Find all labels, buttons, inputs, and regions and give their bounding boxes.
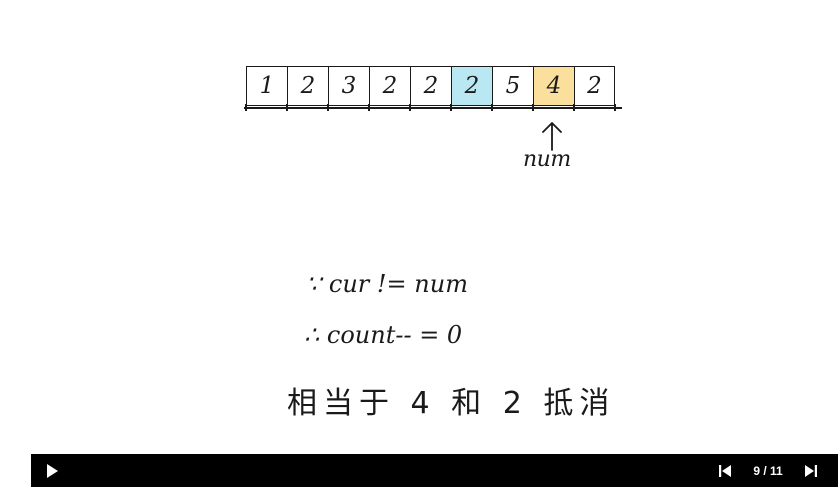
array-tick <box>491 104 493 111</box>
note-explanation: 相当于 4 和 2 抵消 <box>287 386 616 421</box>
array-cell: 5 <box>492 66 533 106</box>
array-baseline <box>244 107 622 109</box>
array-tick <box>532 104 534 111</box>
skip-previous-icon[interactable] <box>717 463 733 479</box>
array-cell: 2 <box>410 66 451 106</box>
player-control-bar: 9 / 11 <box>31 454 838 487</box>
array-tick <box>450 104 452 111</box>
array-tick <box>368 104 370 111</box>
array-cell: 4 <box>533 66 574 106</box>
array-tick <box>614 104 616 111</box>
array-tick <box>409 104 411 111</box>
pointer-label: num <box>523 147 571 172</box>
array-tick <box>327 104 329 111</box>
array-cell: 3 <box>328 66 369 106</box>
array-cell: 2 <box>574 66 615 106</box>
array-tick <box>573 104 575 111</box>
array-cell: 2 <box>451 66 492 106</box>
array-cell: 1 <box>246 66 287 106</box>
note-count-decrement: ∴ count-- = 0 <box>304 321 463 349</box>
array-cell: 2 <box>369 66 410 106</box>
up-arrow-icon <box>542 122 562 151</box>
page-counter: 9 / 11 <box>753 464 783 478</box>
array-cell: 2 <box>287 66 328 106</box>
array-tick <box>286 104 288 111</box>
array-tick <box>245 104 247 111</box>
skip-next-icon[interactable] <box>803 463 819 479</box>
play-icon[interactable] <box>43 462 61 480</box>
note-condition: ∵ cur != num <box>306 270 468 298</box>
